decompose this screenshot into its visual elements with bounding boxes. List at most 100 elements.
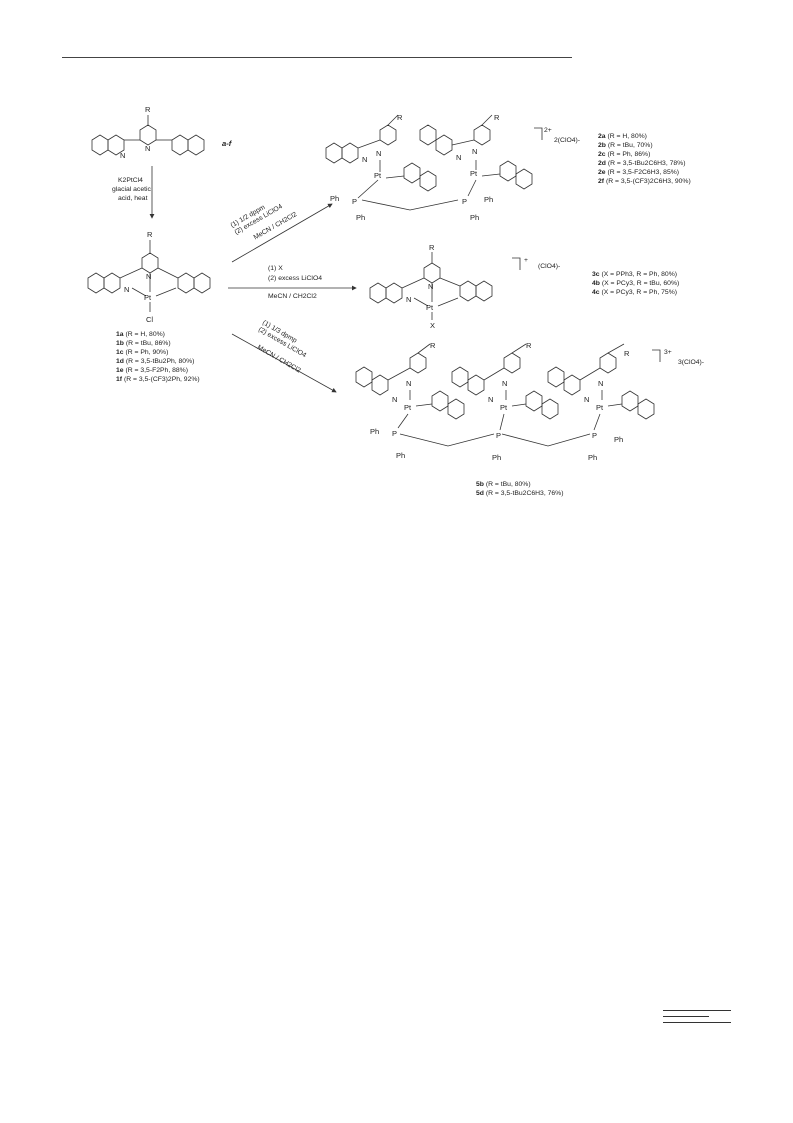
complex5-p-c: P <box>592 431 597 440</box>
complex-3-structure: R N N Pt X <box>369 243 521 330</box>
step1-reagent: K2PtCl4 <box>118 177 143 184</box>
complex2-r-right: R <box>494 113 500 122</box>
svg-text:5d (R = 3,5-tBu2C6H3, 76%): 5d (R = 3,5-tBu2C6H3, 76%) <box>476 490 563 497</box>
svg-text:1d (R = 3,5-tBu2Ph, 80%): 1d (R = 3,5-tBu2Ph, 80%) <box>116 358 194 365</box>
complex2-n-right1: N <box>456 153 461 162</box>
series5-desc: (R = 3,5-tBu2C6H3, 76%) <box>486 490 564 497</box>
series2-id: 2b <box>598 142 606 149</box>
series2-desc: (R = Ph, 86%) <box>607 151 650 158</box>
complex-1-structure: R N N Pt Cl <box>87 230 211 324</box>
complex2-ph-left1: Ph <box>330 194 339 203</box>
lower-route-arrow <box>231 333 337 393</box>
complex5-pt-b: Pt <box>500 403 508 412</box>
complex5-pt-a: Pt <box>404 403 412 412</box>
complex5-p-b: P <box>496 431 501 440</box>
complex-2-structure: R N N Pt P Ph Ph R N N Pt P Ph Ph <box>325 113 543 222</box>
series3-list: 3c (X = PPh3, R = Ph, 80%) 4b (X = PCy3,… <box>592 271 679 296</box>
svg-text:1c (R = Ph, 90%): 1c (R = Ph, 90%) <box>116 349 168 356</box>
complex5-ph-a2: Ph <box>396 451 405 460</box>
series2-desc: (R = 3,5-tBu2C6H3, 78%) <box>608 160 686 167</box>
complex3-n1: N <box>406 295 411 304</box>
series1-desc: (R = tBu, 86%) <box>126 340 171 347</box>
complex5-counterion: 3(ClO4)- <box>678 359 704 366</box>
header-rule <box>62 57 572 58</box>
complex5-ph-a1: Ph <box>370 427 379 436</box>
step1-cond1: glacial acetic <box>112 186 152 193</box>
middle-route-line3: MeCN / CH2Cl2 <box>268 293 317 300</box>
svg-text:4b (X = PCy3, R = tBu, 60%): 4b (X = PCy3, R = tBu, 60%) <box>592 280 679 287</box>
series1-desc: (R = 3,5-(CF3)2Ph, 92%) <box>124 376 200 383</box>
series2-id: 2a <box>598 133 606 140</box>
svg-text:2c (R = Ph, 86%): 2c (R = Ph, 86%) <box>598 151 650 158</box>
complex5-charge: 3+ <box>664 349 672 356</box>
middle-route-line1: (1) X <box>268 265 283 272</box>
series1-id: 1a <box>116 331 124 338</box>
complex2-n-left2: N <box>376 149 381 158</box>
complex5-n-a2: N <box>406 379 411 388</box>
ligand-r-label: R <box>145 105 151 114</box>
complex1-n1: N <box>124 285 129 294</box>
complex5-n-c2: N <box>598 379 603 388</box>
complex5-r-c: R <box>624 349 630 358</box>
footer-rule-1 <box>663 1010 731 1011</box>
series2-desc: (R = 3,5-F2C6H3, 85%) <box>607 169 679 176</box>
complex2-p-left: P <box>352 197 357 206</box>
complex1-r: R <box>147 230 153 239</box>
series3-id: 3c <box>592 271 600 278</box>
svg-text:1f (R = 3,5-(CF3)2Ph, 92%): 1f (R = 3,5-(CF3)2Ph, 92%) <box>116 376 200 383</box>
complex5-n-a1: N <box>392 395 397 404</box>
complex5-n-b2: N <box>502 379 507 388</box>
series3-id: 4c <box>592 289 600 296</box>
complex2-n-right2: N <box>472 147 477 156</box>
svg-text:5b (R = tBu, 80%): 5b (R = tBu, 80%) <box>476 481 531 488</box>
series2-desc: (R = tBu, 70%) <box>608 142 653 149</box>
ligand-n-label-1: N <box>120 151 125 160</box>
upper-route-arrow <box>231 203 333 263</box>
complex1-pt: Pt <box>144 293 152 302</box>
ligand-n-label-2: N <box>145 144 150 153</box>
complex5-ph-c2: Ph <box>588 453 597 462</box>
series5-desc: (R = tBu, 80%) <box>486 481 531 488</box>
ligand-label: a-f <box>222 139 233 148</box>
series1-id: 1b <box>116 340 124 347</box>
series1-id: 1f <box>116 376 123 383</box>
complex1-n2: N <box>146 272 151 281</box>
complex5-r-b: R <box>526 341 532 350</box>
series3-desc: (X = PCy3, R = tBu, 60%) <box>602 280 679 287</box>
series3-desc: (X = PCy3, R = Ph, 75%) <box>601 289 677 296</box>
complex5-ph-b: Ph <box>492 453 501 462</box>
footer-rule-2 <box>663 1016 709 1017</box>
complex2-counterion: 2(ClO4)- <box>554 137 580 144</box>
series2-desc: (R = H, 80%) <box>607 133 646 140</box>
ligand-structure: R N N <box>91 105 205 160</box>
series2-id: 2f <box>598 178 605 185</box>
complex3-pt: Pt <box>426 303 434 312</box>
complex2-ph-left2: Ph <box>356 213 365 222</box>
svg-text:2e (R = 3,5-F2C6H3, 85%): 2e (R = 3,5-F2C6H3, 85%) <box>598 169 679 176</box>
complex5-n-b1: N <box>488 395 493 404</box>
svg-text:2d (R = 3,5-tBu2C6H3, 78%): 2d (R = 3,5-tBu2C6H3, 78%) <box>598 160 685 167</box>
series1-desc: (R = 3,5-tBu2Ph, 80%) <box>126 358 195 365</box>
complex3-charge: + <box>524 257 528 264</box>
step1-cond2: acid, heat <box>118 195 148 202</box>
complex2-ph-right2: Ph <box>470 213 479 222</box>
complex3-x: X <box>430 321 435 330</box>
series1-desc: (R = H, 80%) <box>125 331 164 338</box>
series1-id: 1c <box>116 349 124 356</box>
series2-desc: (R = 3,5-(CF3)2C6H3, 90%) <box>606 178 691 185</box>
series2-list: 2a (R = H, 80%) 2b (R = tBu, 70%) 2c (R … <box>598 133 691 185</box>
svg-text:2f (R = 3,5-(CF3)2C6H3, 90%): 2f (R = 3,5-(CF3)2C6H3, 90%) <box>598 178 691 185</box>
complex3-counterion: (ClO4)- <box>538 263 560 270</box>
footer-rule-3 <box>663 1022 731 1023</box>
series3-id: 4b <box>592 280 600 287</box>
complex3-n2: N <box>428 282 433 291</box>
complex5-ph-c1: Ph <box>614 435 623 444</box>
middle-route-line2: (2) excess LiClO4 <box>268 275 322 282</box>
complex2-n-left1: N <box>362 155 367 164</box>
complex1-cl: Cl <box>146 315 153 324</box>
series2-id: 2e <box>598 169 606 176</box>
complex2-r-left: R <box>397 113 403 122</box>
series1-desc: (R = Ph, 90%) <box>125 349 168 356</box>
